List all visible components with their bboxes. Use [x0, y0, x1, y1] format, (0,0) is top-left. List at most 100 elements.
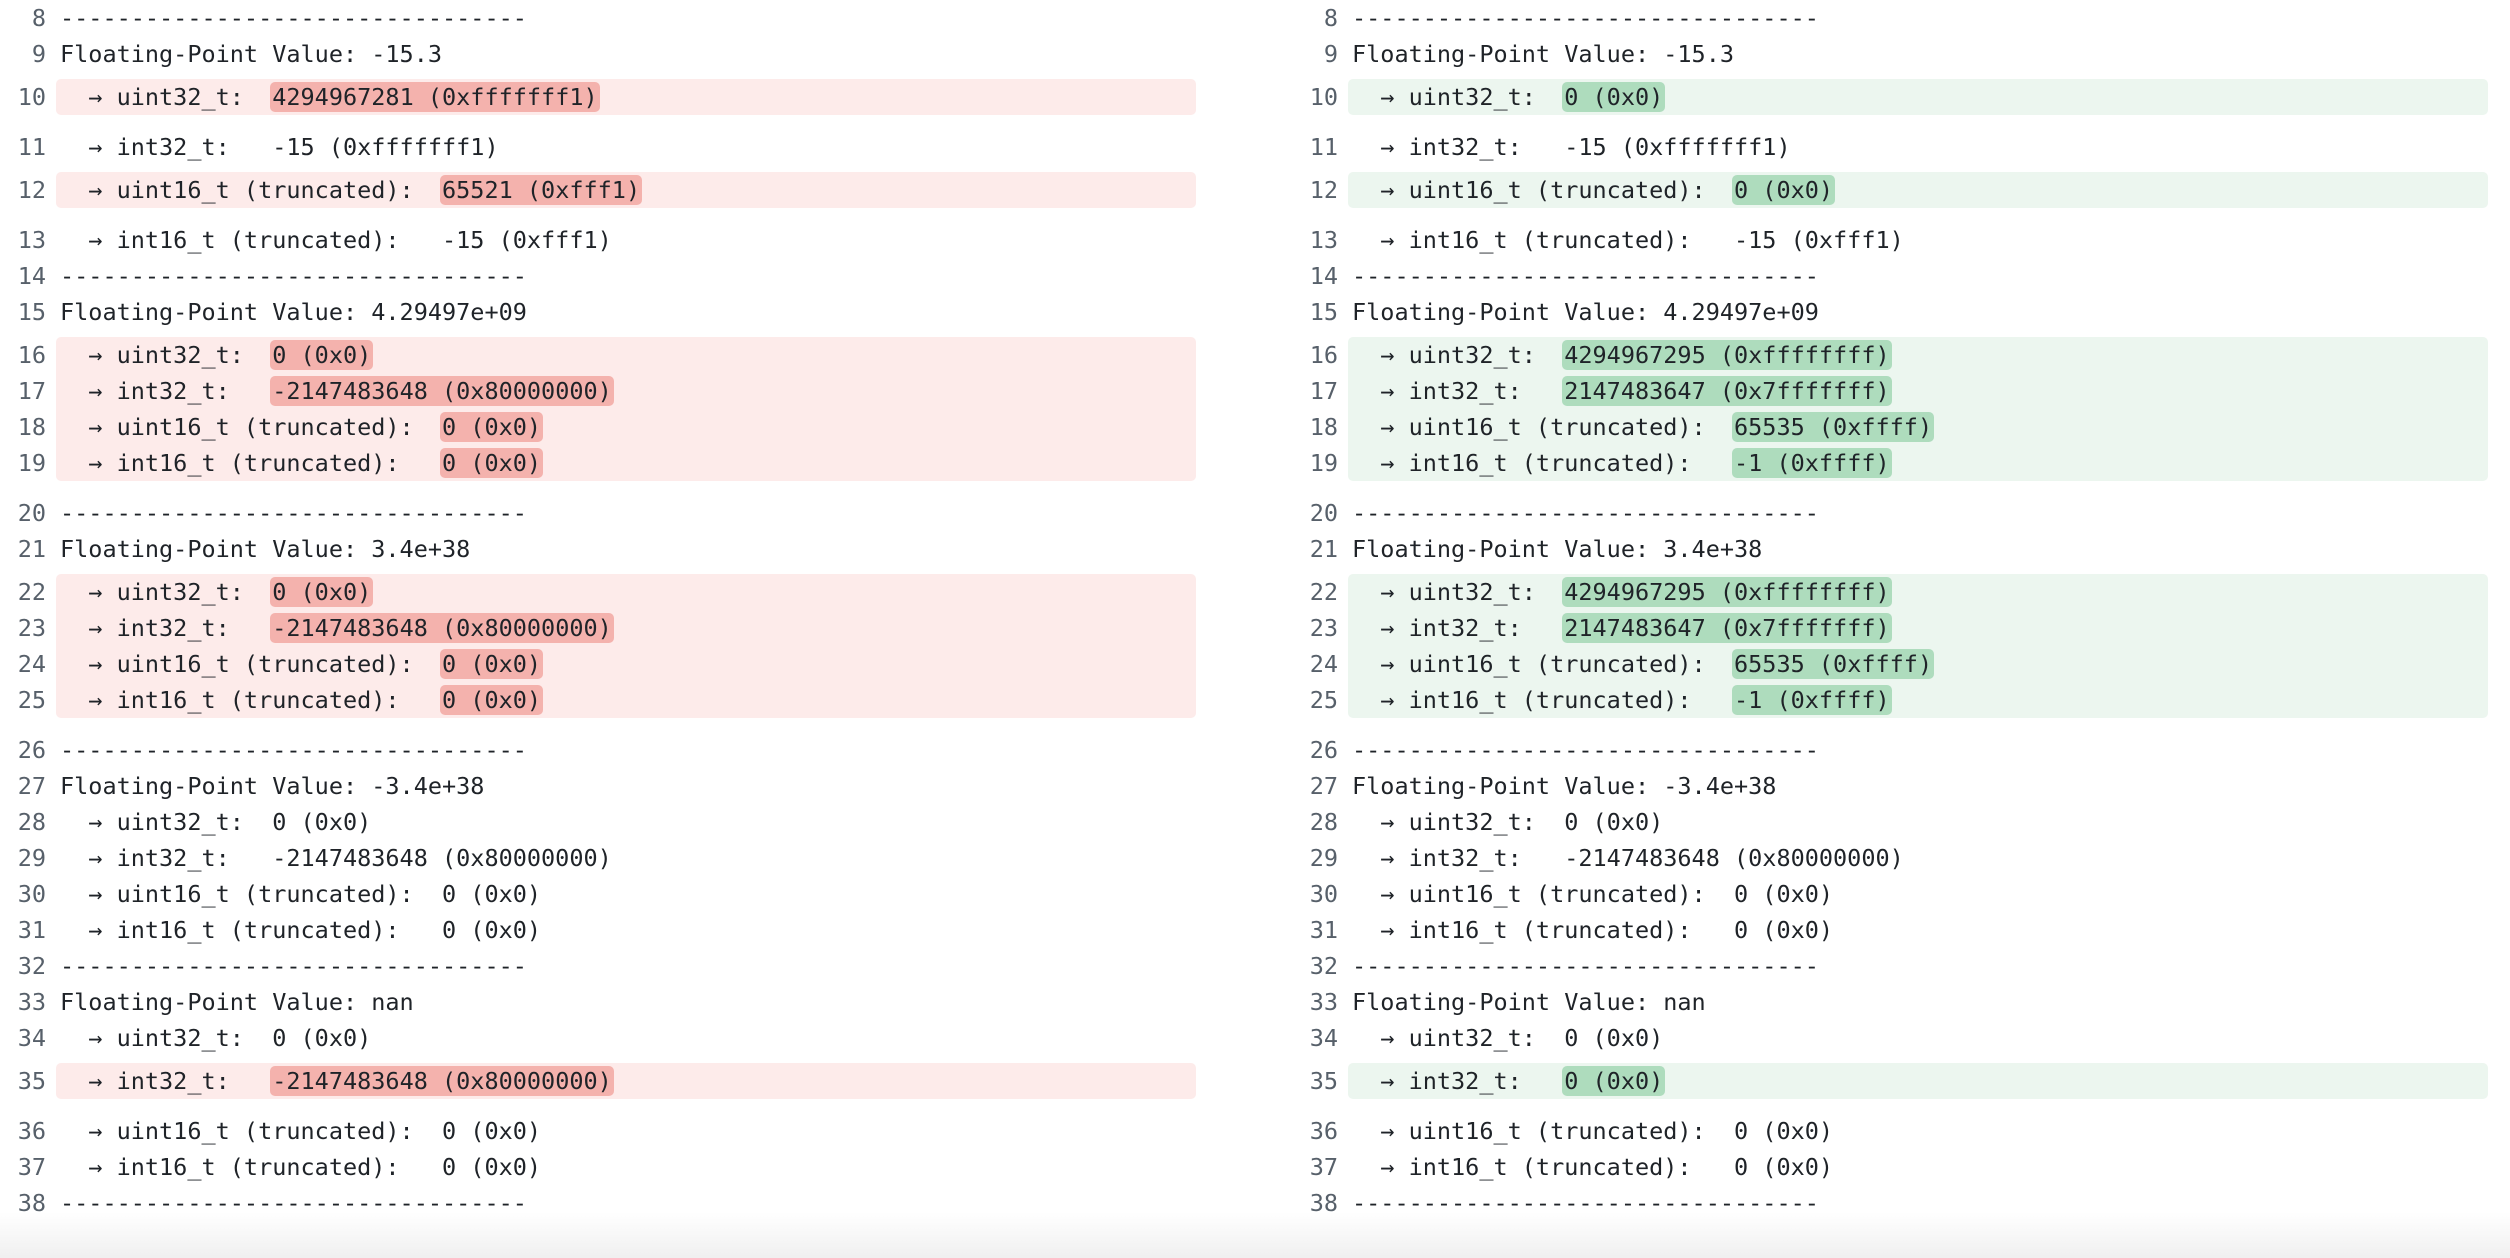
- line-number[interactable]: 38: [1309, 1189, 1338, 1217]
- line-number[interactable]: 37: [17, 1153, 46, 1181]
- code-text: → int32_t:: [1352, 377, 1565, 405]
- line-code: Floating-Point Value: -3.4e+38: [60, 768, 484, 804]
- line-number[interactable]: 10: [1309, 83, 1338, 111]
- line-code: Floating-Point Value: 4.29497e+09: [60, 294, 527, 330]
- line-code: Floating-Point Value: -15.3: [60, 36, 442, 72]
- line-number[interactable]: 20: [1309, 499, 1338, 527]
- line-code: ---------------------------------: [1352, 0, 1819, 36]
- line-number[interactable]: 11: [1309, 133, 1338, 161]
- line-number[interactable]: 27: [17, 772, 46, 800]
- code-text: Floating-Point Value: 4.29497e+09: [60, 298, 527, 326]
- line-number[interactable]: 25: [1309, 686, 1338, 714]
- line-number[interactable]: 35: [1309, 1067, 1338, 1095]
- line-number[interactable]: 18: [17, 413, 46, 441]
- code-text: → int32_t: -2147483648 (0x80000000): [1352, 844, 1904, 872]
- line-number[interactable]: 31: [1309, 916, 1338, 944]
- line-number[interactable]: 22: [1309, 578, 1338, 606]
- code-text: → uint16_t (truncated):: [60, 650, 443, 678]
- line-number[interactable]: 13: [17, 226, 46, 254]
- line-number[interactable]: 15: [17, 298, 46, 326]
- line-number[interactable]: 26: [17, 736, 46, 764]
- line-number[interactable]: 20: [17, 499, 46, 527]
- added-token: 2147483647 (0x7fffffff): [1562, 613, 1892, 643]
- line-number[interactable]: 16: [17, 341, 46, 369]
- line-code: → int32_t: -2147483648 (0x80000000): [1352, 840, 1904, 876]
- line-number[interactable]: 14: [17, 262, 46, 290]
- code-text: → uint32_t:: [1352, 341, 1565, 369]
- line-number[interactable]: 34: [1309, 1024, 1338, 1052]
- added-token: 4294967295 (0xffffffff): [1562, 340, 1892, 370]
- line-number[interactable]: 8: [1323, 4, 1338, 32]
- line-number[interactable]: 25: [17, 686, 46, 714]
- line-number[interactable]: 24: [17, 650, 46, 678]
- line-code: → uint16_t (truncated): 0 (0x0): [60, 1113, 541, 1149]
- line-number[interactable]: 11: [17, 133, 46, 161]
- line-number[interactable]: 17: [17, 377, 46, 405]
- line-number[interactable]: 33: [1309, 988, 1338, 1016]
- line-code: → uint16_t (truncated): 0 (0x0): [1352, 172, 1836, 208]
- line-number[interactable]: 9: [1323, 40, 1338, 68]
- added-token: 0 (0x0): [1732, 175, 1836, 205]
- line-number[interactable]: 28: [1309, 808, 1338, 836]
- code-text: → uint32_t:: [60, 578, 273, 606]
- line-number[interactable]: 16: [1309, 341, 1338, 369]
- line-number[interactable]: 33: [17, 988, 46, 1016]
- line-number[interactable]: 12: [17, 176, 46, 204]
- line-number[interactable]: 27: [1309, 772, 1338, 800]
- removed-token: 65521 (0xfff1): [440, 175, 643, 205]
- line-number[interactable]: 29: [17, 844, 46, 872]
- line-code: → uint16_t (truncated): 0 (0x0): [1352, 1113, 1833, 1149]
- line-code: → uint32_t: 0 (0x0): [1352, 79, 1666, 115]
- removed-token: 0 (0x0): [270, 340, 374, 370]
- code-text: → int16_t (truncated): 0 (0x0): [1352, 1153, 1834, 1181]
- line-code: Floating-Point Value: -15.3: [1352, 36, 1734, 72]
- line-number[interactable]: 28: [17, 808, 46, 836]
- line-number[interactable]: 26: [1309, 736, 1338, 764]
- line-number[interactable]: 18: [1309, 413, 1338, 441]
- line-number[interactable]: 19: [17, 449, 46, 477]
- line-number[interactable]: 19: [1309, 449, 1338, 477]
- line-number[interactable]: 21: [1309, 535, 1338, 563]
- code-text: → uint16_t (truncated): 0 (0x0): [1352, 880, 1834, 908]
- line-code: → uint32_t: 0 (0x0): [60, 1020, 371, 1056]
- line-code: ---------------------------------: [60, 732, 527, 768]
- line-number[interactable]: 22: [17, 578, 46, 606]
- line-number[interactable]: 37: [1309, 1153, 1338, 1181]
- line-number[interactable]: 23: [17, 614, 46, 642]
- line-number[interactable]: 36: [1309, 1117, 1338, 1145]
- code-text: ---------------------------------: [60, 4, 527, 32]
- line-code: → int16_t (truncated): -1 (0xffff): [1352, 682, 1892, 718]
- line-number[interactable]: 32: [17, 952, 46, 980]
- line-number[interactable]: 15: [1309, 298, 1338, 326]
- line-code: → int32_t: -2147483648 (0x80000000): [60, 373, 614, 409]
- line-number[interactable]: 10: [17, 83, 46, 111]
- line-number[interactable]: 9: [31, 40, 46, 68]
- line-number[interactable]: 36: [17, 1117, 46, 1145]
- line-number[interactable]: 21: [17, 535, 46, 563]
- added-token: 2147483647 (0x7fffffff): [1562, 376, 1892, 406]
- line-number[interactable]: 34: [17, 1024, 46, 1052]
- line-number[interactable]: 24: [1309, 650, 1338, 678]
- code-text: → int16_t (truncated): 0 (0x0): [1352, 916, 1834, 944]
- changed-block: [1348, 574, 2488, 718]
- changed-block: [56, 337, 1196, 481]
- line-code: → uint16_t (truncated): 0 (0x0): [60, 876, 541, 912]
- line-number[interactable]: 14: [1309, 262, 1338, 290]
- line-number[interactable]: 23: [1309, 614, 1338, 642]
- line-number[interactable]: 12: [1309, 176, 1338, 204]
- line-number[interactable]: 8: [31, 4, 46, 32]
- line-number[interactable]: 30: [1309, 880, 1338, 908]
- line-number[interactable]: 32: [1309, 952, 1338, 980]
- code-text: → int32_t: -2147483648 (0x80000000): [60, 844, 612, 872]
- line-number[interactable]: 29: [1309, 844, 1338, 872]
- line-number[interactable]: 31: [17, 916, 46, 944]
- line-number[interactable]: 30: [17, 880, 46, 908]
- line-number[interactable]: 13: [1309, 226, 1338, 254]
- line-number[interactable]: 35: [17, 1067, 46, 1095]
- code-text: → uint32_t:: [60, 341, 273, 369]
- code-text: → uint32_t: 0 (0x0): [60, 808, 372, 836]
- line-number[interactable]: 38: [17, 1189, 46, 1217]
- line-number[interactable]: 17: [1309, 377, 1338, 405]
- line-code: → uint32_t: 0 (0x0): [1352, 1020, 1663, 1056]
